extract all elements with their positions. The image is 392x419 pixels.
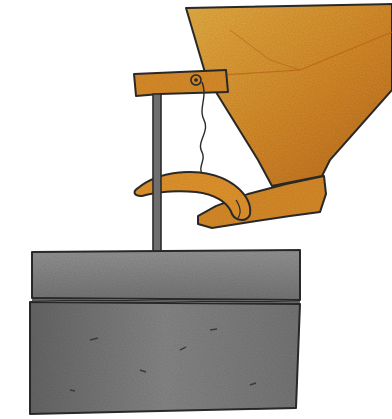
horizontal-arm bbox=[134, 70, 228, 96]
upper-stone-block bbox=[32, 250, 300, 300]
vertical-rod bbox=[153, 94, 161, 254]
hanging-string bbox=[200, 82, 205, 174]
hopper bbox=[186, 4, 392, 186]
lower-stone-block bbox=[30, 300, 300, 414]
curved-tube bbox=[135, 172, 251, 220]
